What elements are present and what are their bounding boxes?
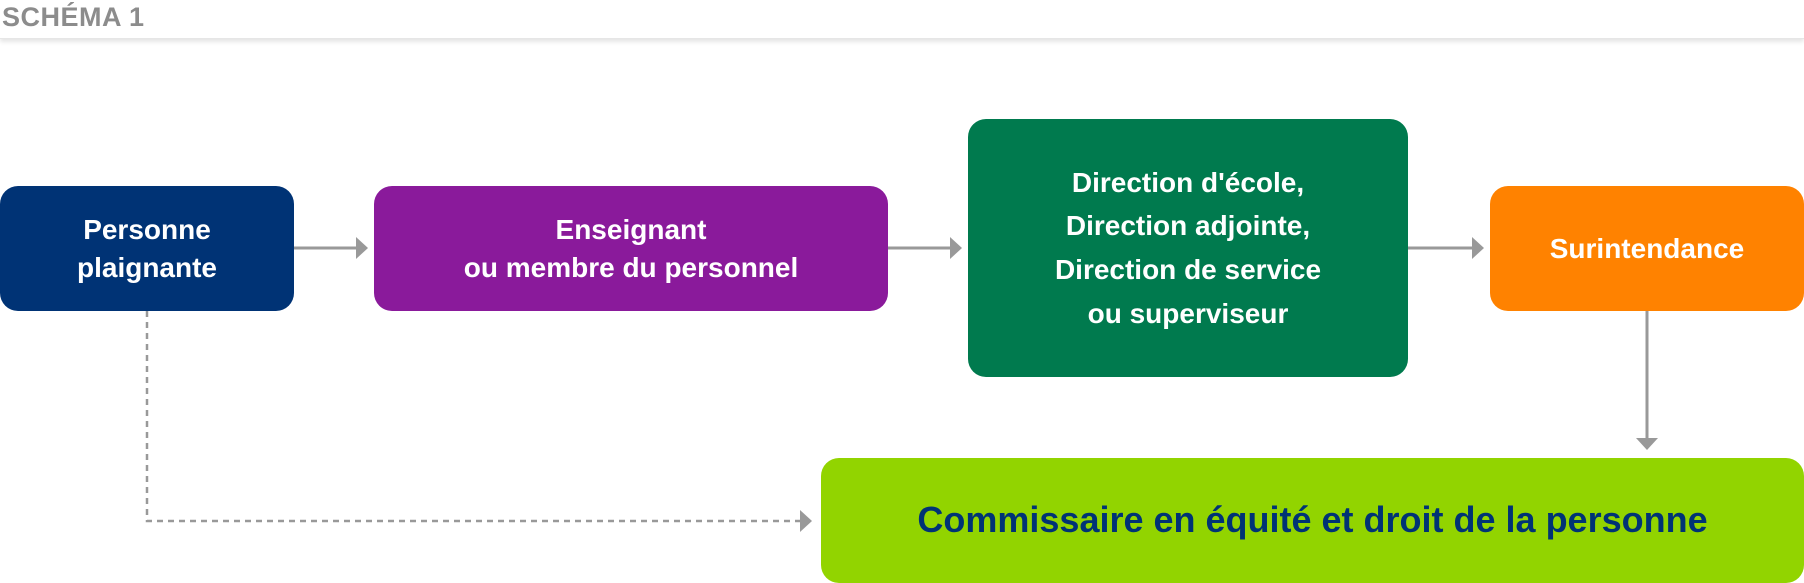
node-teacher-label: Enseignant ou membre du personnel [463,213,799,283]
arrowhead-complainant-to-commissioner [800,510,812,532]
node-commissioner-label: Commissaire en équité et droit de la per… [917,499,1708,541]
figure-title: SCHÉMA 1 [2,2,145,32]
arrowhead-direction-to-superintendence [1472,237,1484,259]
node-direction: Direction d'école, Direction adjointe, D… [968,119,1408,377]
node-superintendence-label: Surintendance [1549,232,1745,264]
node-complainant: Personne plaignante [0,186,294,311]
node-direction-label: Direction d'école, Direction adjointe, D… [1054,166,1322,329]
node-commissioner: Commissaire en équité et droit de la per… [821,458,1804,583]
edge-group [145,237,1658,532]
node-complainant-label: Personne plaignante [76,213,217,283]
node-teacher: Enseignant ou membre du personnel [374,186,888,311]
arrowhead-complainant-to-teacher [356,237,368,259]
arrow-complainant-to-commissioner [145,311,800,523]
header-bar: SCHÉMA 1 [0,0,1804,39]
node-superintendence: Surintendance [1490,186,1804,311]
arrowhead-teacher-to-direction [950,237,962,259]
arrowhead-superintendence-to-commissioner [1636,438,1658,450]
